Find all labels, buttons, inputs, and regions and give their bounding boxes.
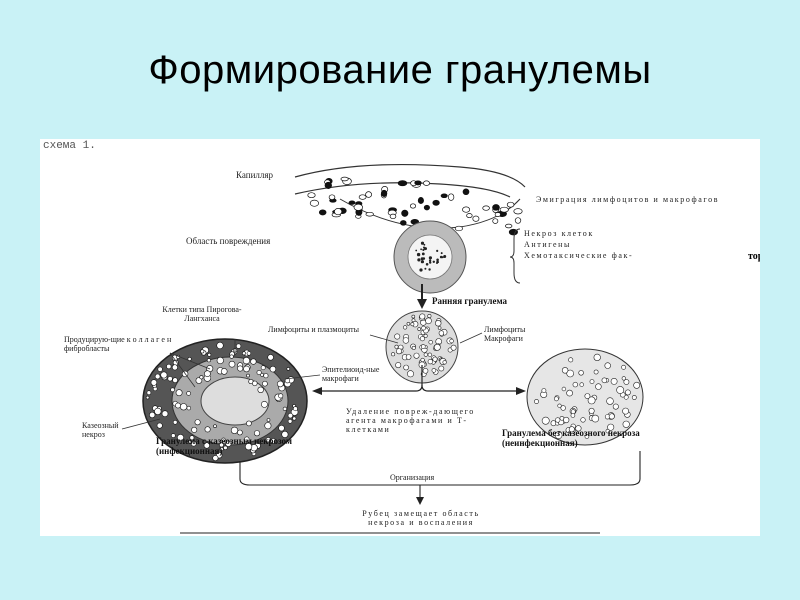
- damage-area-label: Область повреждения: [186, 236, 271, 246]
- scheme-drawing: [121, 163, 644, 534]
- slide-title: Формирование гранулемы: [148, 48, 652, 92]
- early-granuloma-label: Ранняя гранулема: [432, 296, 508, 306]
- noncaseous-granuloma-drawing: [526, 348, 644, 446]
- collagen-fibroblasts-label: Продуцирую-щие к о л л а г е н фиброблас…: [64, 335, 172, 353]
- epithelioid-label: Эпителиоид-ные макрофаги: [322, 365, 380, 383]
- caseous-necrosis-label: Казеозный некроз: [82, 421, 119, 439]
- emigration-label: Эмиграция лимфоцитов и макрофагов: [536, 195, 720, 204]
- pirogov-cells-label: Клетки типа Пирогова-Лангханса: [162, 305, 242, 323]
- granuloma-noncaseous-label: Гранулема без казеозного некроза (неинфе…: [502, 428, 640, 448]
- damage-area-drawing: [393, 220, 467, 294]
- factors-tail-label: торы: [748, 251, 760, 262]
- factor-antigens: Антигены: [524, 240, 572, 249]
- early-granuloma-drawing: [385, 310, 459, 384]
- scar-label: Рубец замещает область некроза и воспале…: [362, 509, 480, 527]
- factor-chemotactic: Хемотаксические фак-: [524, 251, 634, 260]
- lymph-plasma-label: Лимфоциты и плазмоциты: [268, 325, 360, 334]
- organization-label: Организация: [390, 473, 435, 482]
- capillary-label: Капилляр: [236, 170, 274, 180]
- removal-label: Удаление повреж-дающего агента макрофага…: [346, 407, 475, 434]
- granuloma-scheme-figure: схема 1. Капилляр Эмиграция лимфоцитов и…: [40, 139, 760, 536]
- lymph-macro-label: Лимфоциты Макрофаги: [484, 325, 526, 343]
- granuloma-caseous-label: Гранулема с казеозным некрозом (инфекцио…: [156, 436, 292, 456]
- scheme-label: схема 1.: [43, 140, 96, 152]
- capillary-drawing: [294, 163, 526, 236]
- factor-necrosis: Некроз клеток: [524, 229, 594, 238]
- caseous-granuloma-drawing: [142, 338, 308, 464]
